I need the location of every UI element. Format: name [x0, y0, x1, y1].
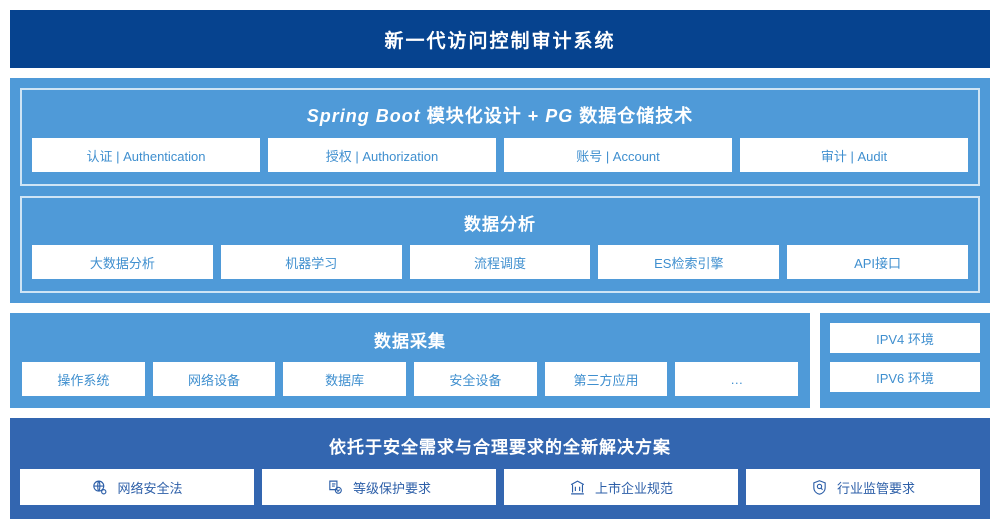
analysis-section: 数据分析 大数据分析 机器学习 流程调度 ES检索引擎 API接口 — [20, 196, 980, 293]
analysis-chip-es-search-engine[interactable]: ES检索引擎 — [598, 245, 780, 279]
globe-network-icon — [91, 479, 108, 496]
collection-section: 数据采集 操作系统 网络设备 数据库 安全设备 第三方应用 … — [10, 313, 810, 408]
collection-inner: 数据采集 操作系统 网络设备 数据库 安全设备 第三方应用 … — [10, 313, 810, 408]
document-check-icon — [327, 479, 344, 496]
compliance-section-title: 依托于安全需求与合理要求的全新解决方案 — [329, 438, 671, 457]
platform-analysis-panel: Spring Boot 模块化设计 + PG 数据仓储技术 认证 | Authe… — [10, 78, 990, 303]
shield-search-icon — [811, 479, 828, 496]
compliance-section: 依托于安全需求与合理要求的全新解决方案 网络安全法 — [10, 418, 990, 519]
analysis-chip-row: 大数据分析 机器学习 流程调度 ES检索引擎 API接口 — [32, 245, 968, 279]
compliance-inner: 依托于安全需求与合理要求的全新解决方案 网络安全法 — [10, 418, 990, 519]
collection-row: 数据采集 操作系统 网络设备 数据库 安全设备 第三方应用 … IPV4 环境 … — [10, 313, 990, 408]
compliance-chip-cybersecurity-law[interactable]: 网络安全法 — [20, 469, 254, 505]
analysis-chip-process-scheduling[interactable]: 流程调度 — [409, 245, 591, 279]
platform-section: Spring Boot 模块化设计 + PG 数据仓储技术 认证 | Authe… — [20, 88, 980, 186]
analysis-chip-api[interactable]: API接口 — [787, 245, 968, 279]
analysis-chip-machine-learning[interactable]: 机器学习 — [220, 245, 402, 279]
platform-chip-authentication[interactable]: 认证 | Authentication — [32, 138, 260, 172]
collection-chip-network-device[interactable]: 网络设备 — [152, 362, 276, 396]
platform-title-cn-2: 数据仓储技术 — [573, 106, 694, 126]
collection-chip-third-party-app[interactable]: 第三方应用 — [544, 362, 668, 396]
collection-chip-row: 操作系统 网络设备 数据库 安全设备 第三方应用 … — [22, 362, 799, 396]
collection-section-title: 数据采集 — [374, 332, 446, 351]
compliance-label-listed-company: 上市企业规范 — [594, 480, 673, 496]
collection-chip-operating-system[interactable]: 操作系统 — [22, 362, 145, 396]
collection-chip-more[interactable]: … — [675, 362, 799, 396]
compliance-chip-listed-company[interactable]: 上市企业规范 — [504, 469, 738, 505]
environment-chip-ipv6[interactable]: IPV6 环境 — [830, 362, 980, 392]
analysis-chip-bigdata[interactable]: 大数据分析 — [32, 245, 213, 279]
page-header: 新一代访问控制审计系统 — [10, 10, 990, 68]
compliance-chip-industry-regulation[interactable]: 行业监管要求 — [746, 469, 980, 505]
page-title: 新一代访问控制审计系统 — [384, 30, 616, 52]
platform-chip-audit[interactable]: 审计 | Audit — [740, 138, 968, 172]
platform-title-latin-1: Spring Boot — [306, 106, 421, 126]
bank-building-icon — [569, 479, 586, 496]
environment-section: IPV4 环境 IPV6 环境 — [820, 313, 990, 408]
compliance-chip-row: 网络安全法 等级保护要求 — [20, 469, 980, 505]
compliance-label-industry-regulation: 行业监管要求 — [836, 480, 915, 496]
analysis-section-title: 数据分析 — [464, 215, 536, 234]
environment-chip-ipv4[interactable]: IPV4 环境 — [830, 323, 980, 353]
collection-chip-database[interactable]: 数据库 — [283, 362, 407, 396]
platform-chip-authorization[interactable]: 授权 | Authorization — [268, 138, 496, 172]
compliance-label-cybersecurity-law: 网络安全法 — [117, 480, 183, 496]
collection-chip-security-device[interactable]: 安全设备 — [414, 362, 537, 396]
platform-chip-account[interactable]: 账号 | Account — [504, 138, 732, 172]
platform-chip-row: 认证 | Authentication 授权 | Authorization 账… — [32, 138, 968, 172]
platform-title-cn-1: 模块化设计 + — [420, 106, 546, 126]
compliance-label-classified-protection: 等级保护要求 — [352, 480, 431, 496]
platform-section-title: Spring Boot 模块化设计 + PG 数据仓储技术 — [32, 98, 968, 138]
platform-title-latin-2: PG — [545, 106, 574, 126]
compliance-chip-classified-protection[interactable]: 等级保护要求 — [262, 469, 496, 505]
